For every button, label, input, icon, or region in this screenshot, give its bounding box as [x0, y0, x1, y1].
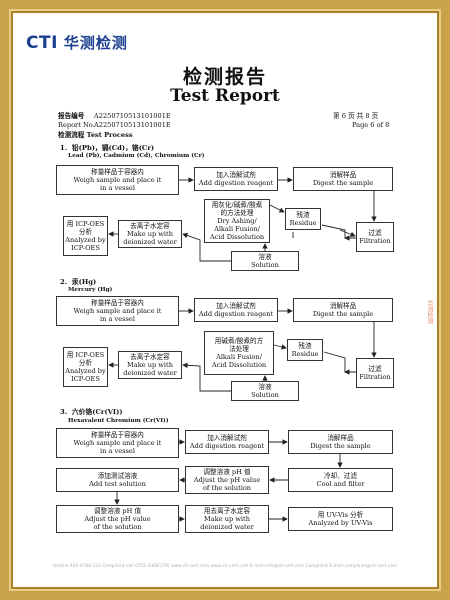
report-no-label-cn: 报告编号 — [58, 112, 85, 120]
page-number-cn: 第 6 页 共 8 页 — [333, 112, 379, 120]
section-2-heading: 2. 汞(Hg) — [60, 278, 97, 286]
section-2-subtitle: Mercury (Hg) — [68, 287, 113, 293]
logo-cn-text: 华测检测 — [63, 34, 128, 52]
logo-cti-text: CTI — [26, 32, 58, 53]
side-watermark: 华测检测 — [426, 300, 433, 324]
footer-contact: Hotline 400-6788-333 Complaint call 0755… — [53, 563, 397, 568]
section-3-heading: 3. 六价铬(Cr(VI)) — [60, 408, 123, 416]
company-logo: CTI 华测检测 — [26, 32, 128, 53]
section-1-subtitle: Lead (Pb), Cadmium (Cd), Chromium (Cr) — [68, 153, 205, 159]
section-3-subtitle: Hexavalent Chromium (Cr(VI)) — [68, 418, 169, 424]
report-title-en: Test Report — [170, 86, 280, 106]
section-1-heading: 1. 铅(Pb)，镉(Cd)，铬(Cr) — [60, 144, 155, 152]
page-number-en: Page 6 of 8 — [352, 121, 390, 129]
report-title-cn: 检测报告 — [182, 66, 267, 88]
report-no-value-2: A2250710513101001E — [94, 121, 171, 129]
report-no-value-1: A2250710513101001E — [94, 112, 171, 120]
report-no-label-en: Report No. — [58, 121, 95, 129]
test-process-label: 检测流程 Test Process — [58, 131, 133, 139]
